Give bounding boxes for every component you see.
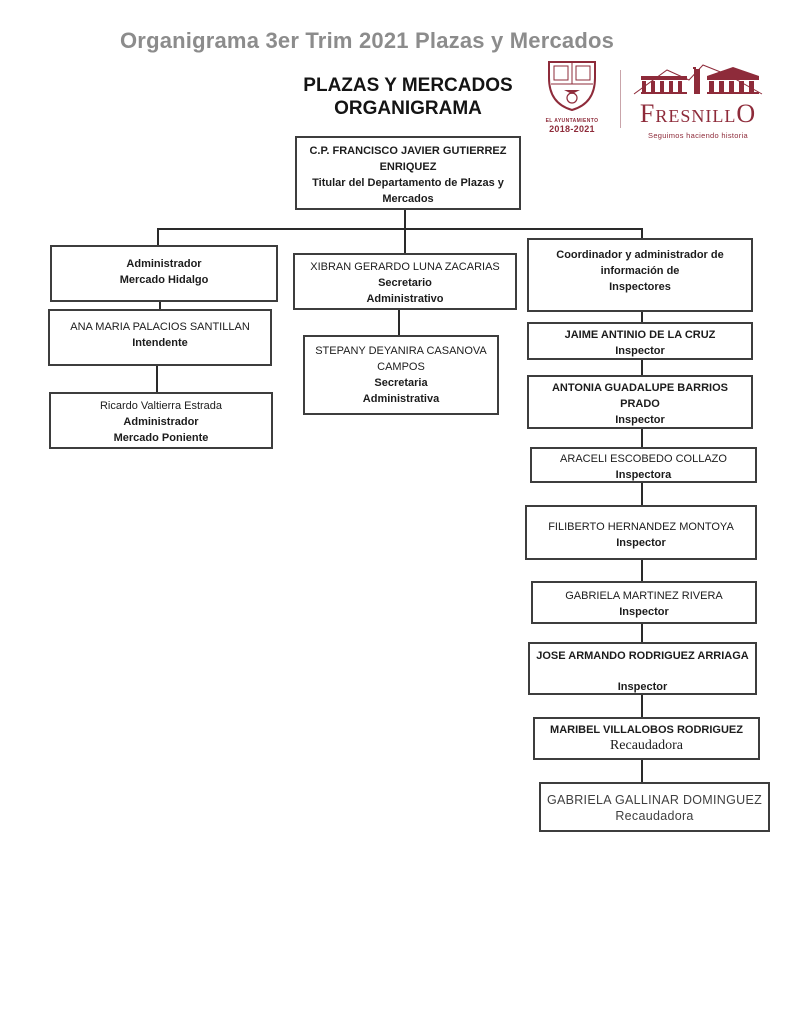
node-role-line: Secretaria	[374, 377, 428, 389]
connector-drop-right	[641, 229, 643, 238]
node-name-line: ANA MARIA PALACIOS SANTILLAN	[70, 321, 250, 333]
ayuntamiento-years: 2018-2021	[549, 124, 595, 134]
ayuntamiento-logo: EL AYUNTAMIENTO 2018-2021	[540, 60, 604, 134]
connector-right-1-2	[641, 312, 643, 322]
node-role-line: Secretario	[378, 277, 432, 289]
connector-right-6-7	[641, 624, 643, 642]
org-node-maribel: MARIBEL VILLALOBOS RODRIGUEZ Recaudadora	[533, 717, 760, 760]
node-role-line: Titular del Departamento de Plazas y	[312, 177, 504, 189]
fresnillo-wordmark-o: O	[736, 99, 757, 128]
org-node-admin-poniente: Ricardo Valtierra Estrada Administrador …	[49, 392, 273, 449]
org-node-filiberto: FILIBERTO HERNANDEZ MONTOYA Inspector	[525, 505, 757, 560]
org-node-secretaria: STEPANY DEYANIRA CASANOVA CAMPOS Secreta…	[303, 335, 499, 415]
node-role-line: Inspector	[615, 414, 665, 426]
node-role-line: Inspectora	[615, 469, 672, 481]
node-role-line: Inspector	[617, 681, 668, 693]
ayuntamiento-caption: EL AYUNTAMIENTO	[545, 118, 599, 124]
node-role-line: Inspector	[615, 345, 665, 357]
node-name-line: FILIBERTO HERNANDEZ MONTOYA	[548, 521, 734, 533]
connector-left-2-3	[156, 366, 158, 392]
fresnillo-wordmark: FRESNILLO	[627, 101, 769, 131]
node-name-line: MARIBEL VILLALOBOS RODRIGUEZ	[550, 724, 743, 736]
node-role-line: Mercado Poniente	[113, 432, 209, 444]
chart-header-line2: ORGANIGRAMA	[334, 98, 482, 119]
node-role-line: Coordinador y administrador de	[556, 249, 724, 261]
node-name-line: JOSE ARMANDO RODRIGUEZ ARRIAGA	[536, 650, 749, 662]
connector-right-2-3	[641, 360, 643, 375]
node-role-line: Administrador	[123, 416, 199, 428]
node-name-line: ENRIQUEZ	[379, 161, 437, 173]
org-node-jose-armando: JOSE ARMANDO RODRIGUEZ ARRIAGA Inspector	[528, 642, 757, 695]
connector-titular-down	[404, 210, 406, 253]
node-role-line: Inspectores	[609, 281, 671, 293]
connector-right-8-9	[641, 760, 643, 782]
connector-mid-1-2	[398, 310, 400, 335]
node-name-line: CAMPOS	[377, 361, 425, 373]
chart-header: PLAZAS Y MERCADOS ORGANIGRAMA	[288, 74, 528, 120]
connector-drop-left	[157, 229, 159, 245]
org-node-gabriela-gallinar: GABRIELA GALLINAR DOMINGUEZ Recaudadora	[539, 782, 770, 832]
connector-right-5-6	[641, 560, 643, 581]
org-node-titular: C.P. FRANCISCO JAVIER GUTIERREZ ENRIQUEZ…	[295, 136, 521, 210]
org-node-gabriela-martinez: GABRIELA MARTINEZ RIVERA Inspector	[531, 581, 757, 624]
fresnillo-wordmark-f: F	[639, 99, 656, 128]
org-node-intendente: ANA MARIA PALACIOS SANTILLAN Intendente	[48, 309, 272, 366]
chart-header-line1: PLAZAS Y MERCADOS	[303, 75, 513, 96]
node-name-line: JAIME ANTINIO DE LA CRUZ	[564, 329, 716, 341]
connector-left-1-2	[159, 302, 161, 309]
connector-right-3-4	[641, 429, 643, 447]
node-spacer-line	[530, 664, 755, 679]
fresnillo-logo: FRESNILLO Seguimos haciendo historia	[627, 62, 769, 140]
node-role-line: información de	[600, 265, 680, 277]
node-role-line: Administrador	[126, 258, 202, 270]
node-name-line: Ricardo Valtierra Estrada	[99, 400, 223, 412]
connector-horizontal	[157, 228, 643, 230]
node-role-line: Intendente	[132, 337, 188, 349]
org-node-araceli: ARACELI ESCOBEDO COLLAZO Inspectora	[530, 447, 757, 483]
org-node-antonia: ANTONIA GUADALUPE BARRIOS PRADO Inspecto…	[527, 375, 753, 429]
node-name-line: GABRIELA MARTINEZ RIVERA	[565, 590, 723, 602]
node-role-line: Inspector	[616, 537, 666, 549]
node-name-line: PRADO	[620, 398, 660, 410]
node-name-line: C.P. FRANCISCO JAVIER GUTIERREZ	[309, 145, 507, 157]
connector-right-4-5	[641, 483, 643, 505]
node-name-line: GABRIELA GALLINAR DOMINGUEZ	[546, 793, 763, 807]
org-node-coordinador: Coordinador y administrador de informaci…	[527, 238, 753, 312]
logo-divider	[620, 70, 621, 128]
org-node-jaime: JAIME ANTINIO DE LA CRUZ Inspector	[527, 322, 753, 360]
node-name-line: ARACELI ESCOBEDO COLLAZO	[560, 453, 727, 465]
page-title: Organigrama 3er Trim 2021 Plazas y Merca…	[120, 28, 615, 53]
node-name-line: STEPANY DEYANIRA CASANOVA	[315, 345, 487, 357]
node-role-line: Recaudadora	[609, 738, 684, 753]
shield-icon	[548, 61, 596, 112]
fresnillo-buildings-icon	[633, 64, 763, 95]
node-role-line: Mercados	[382, 193, 434, 205]
node-role-line: Recaudadora	[615, 809, 694, 823]
node-name-line: XIBRAN GERARDO LUNA ZACARIAS	[310, 261, 500, 273]
fresnillo-tagline: Seguimos haciendo historia	[648, 131, 748, 140]
node-role-line: Inspector	[619, 606, 669, 618]
node-role-line: Administrativo	[366, 293, 444, 305]
connector-right-7-8	[641, 695, 643, 717]
node-role-line: Mercado Hidalgo	[119, 274, 209, 286]
node-role-line: Administrativa	[362, 393, 440, 405]
fresnillo-wordmark-mid: RESNILL	[655, 106, 737, 126]
node-name-line: ANTONIA GUADALUPE BARRIOS	[551, 382, 728, 394]
org-node-secretario: XIBRAN GERARDO LUNA ZACARIAS Secretario …	[293, 253, 517, 310]
org-node-admin-hidalgo: Administrador Mercado Hidalgo	[50, 245, 278, 302]
